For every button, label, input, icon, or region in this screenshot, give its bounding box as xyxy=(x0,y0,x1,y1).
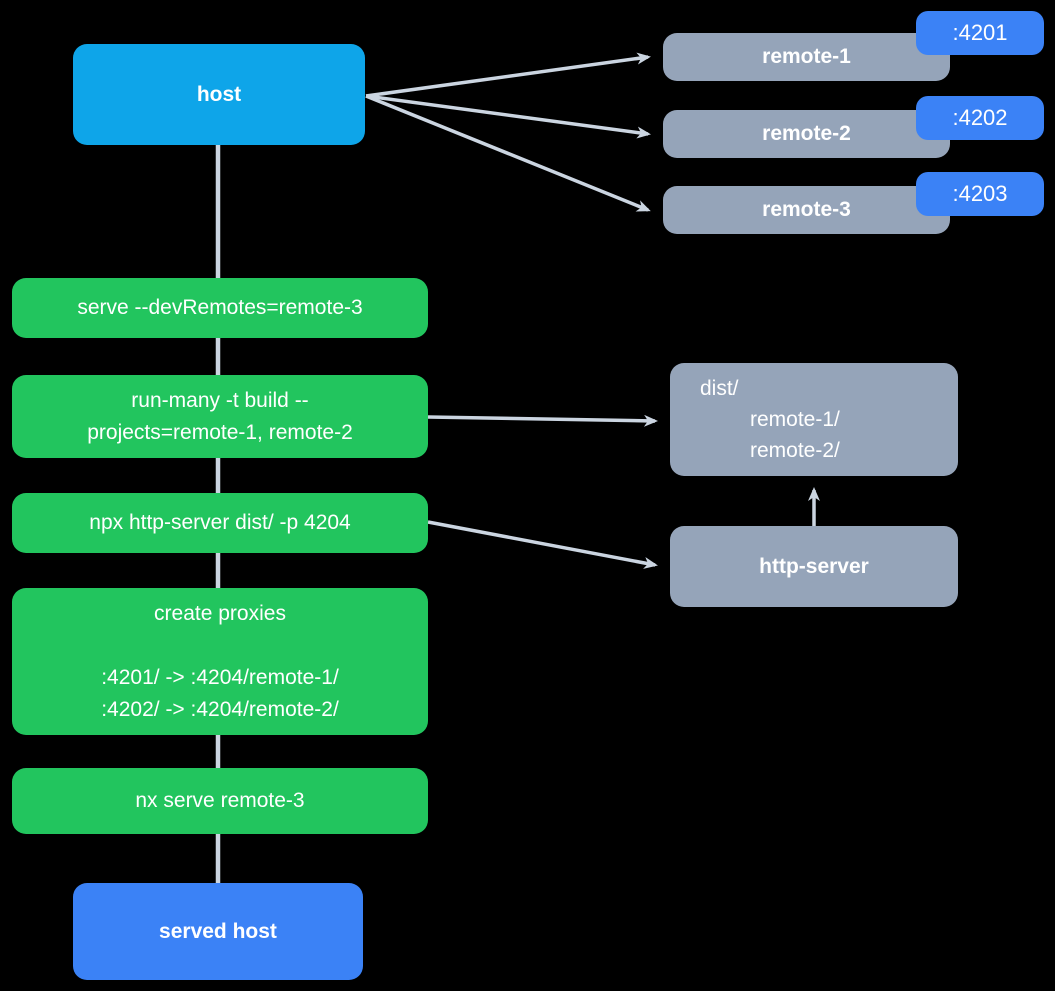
dist-folder-node: dist/ remote-1/ remote-2/ xyxy=(670,363,958,476)
port-badge-4201: :4201 xyxy=(916,11,1044,55)
arrow-build-to-dist xyxy=(427,414,658,427)
remote-1-node: remote-1 xyxy=(663,33,950,81)
dist-root-label: dist/ xyxy=(700,377,739,400)
step-build-line-1: run-many -t build -- xyxy=(131,388,309,412)
arrow-httpcmd-to-httpserver xyxy=(427,520,658,569)
arrow-host-to-remote-1 xyxy=(365,52,651,98)
step-nx-serve-remote-3: nx serve remote-3 xyxy=(12,768,428,834)
step-proxies-rule-1: :4201/ -> :4204/remote-1/ xyxy=(101,665,339,689)
step-serve-dev-remotes: serve --devRemotes=remote-3 xyxy=(12,278,428,338)
step-npx-http-server: npx http-server dist/ -p 4204 xyxy=(12,493,428,553)
dist-remote-2-label: remote-2/ xyxy=(750,439,840,462)
served-host-label: served host xyxy=(159,919,277,943)
dist-remote-1-label: remote-1/ xyxy=(750,408,840,431)
step-httpcmd-text: npx http-server dist/ -p 4204 xyxy=(89,511,351,534)
step-run-many-build: run-many -t build -- projects=remote-1, … xyxy=(12,375,428,458)
http-server-label: http-server xyxy=(759,554,869,578)
step-create-proxies: create proxies :4201/ -> :4204/remote-1/… xyxy=(12,588,428,735)
step-proxies-rule-2: :4202/ -> :4204/remote-2/ xyxy=(101,697,339,721)
port-4202-label: :4202 xyxy=(952,105,1008,130)
port-4203-label: :4203 xyxy=(952,181,1008,206)
remote-2-node: remote-2 xyxy=(663,110,950,158)
http-server-node: http-server xyxy=(670,526,958,607)
step-build-line-2: projects=remote-1, remote-2 xyxy=(87,420,353,444)
host-node: host xyxy=(73,44,365,145)
remote-3-node: remote-3 xyxy=(663,186,950,234)
remote-1-label: remote-1 xyxy=(762,45,851,68)
port-4201-label: :4201 xyxy=(952,20,1008,45)
step-serve-text: serve --devRemotes=remote-3 xyxy=(77,296,363,319)
arrow-host-to-remote-2 xyxy=(365,94,651,139)
remote-3-label: remote-3 xyxy=(762,198,851,221)
step-proxies-title: create proxies xyxy=(154,601,286,625)
served-host-node: served host xyxy=(73,883,363,980)
port-badge-4202: :4202 xyxy=(916,96,1044,140)
port-badge-4203: :4203 xyxy=(916,172,1044,216)
arrow-host-to-remote-3 xyxy=(365,94,651,212)
remote-2-label: remote-2 xyxy=(762,122,851,145)
step-nxserve-text: nx serve remote-3 xyxy=(135,789,305,812)
host-label: host xyxy=(196,82,242,106)
